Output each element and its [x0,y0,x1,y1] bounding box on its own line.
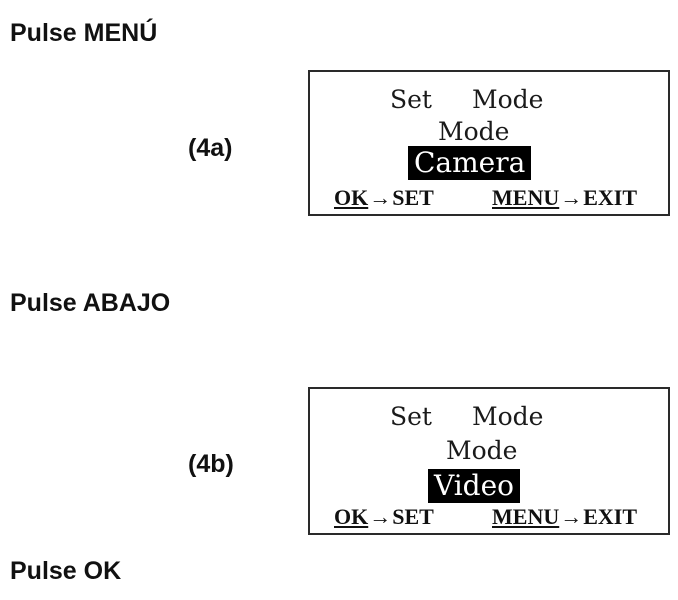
lcd-title-left: Set [390,402,432,431]
lcd-subtitle: Mode [438,117,510,146]
ok-key-label: OK [334,185,369,210]
right-arrow-icon: → [560,504,583,529]
lcd-footer-ok: OK→SET [334,505,434,529]
menu-key-label: MENU [492,504,560,529]
lcd-selected-option: Video [428,469,521,503]
ok-action-label: SET [392,185,434,210]
lcd-title-right: Mode [471,402,544,431]
lcd-title: Set Mode [390,86,543,114]
ok-action-label: SET [392,504,434,529]
instruction-press-down: Pulse ABAJO [10,289,171,317]
right-arrow-icon: → [369,504,392,529]
menu-action-label: EXIT [583,504,638,529]
lcd-title: Set Mode [390,403,543,431]
right-arrow-icon: → [369,185,392,210]
menu-key-label: MENU [492,185,560,210]
lcd-footer-ok: OK→SET [334,186,434,210]
lcd-title-right: Mode [471,85,544,114]
figure-label-4b: (4b) [188,450,234,478]
lcd-subtitle: Mode [446,436,518,465]
lcd-footer-menu: MENU→EXIT [492,505,637,529]
menu-action-label: EXIT [583,185,638,210]
lcd-selected-option: Camera [408,146,532,180]
right-arrow-icon: → [560,185,583,210]
lcd-title-left: Set [390,85,432,114]
lcd-footer-menu: MENU→EXIT [492,186,637,210]
instruction-press-ok: Pulse OK [10,557,122,585]
figure-label-4a: (4a) [188,134,233,162]
ok-key-label: OK [334,504,369,529]
instruction-press-menu: Pulse MENÚ [10,19,158,47]
